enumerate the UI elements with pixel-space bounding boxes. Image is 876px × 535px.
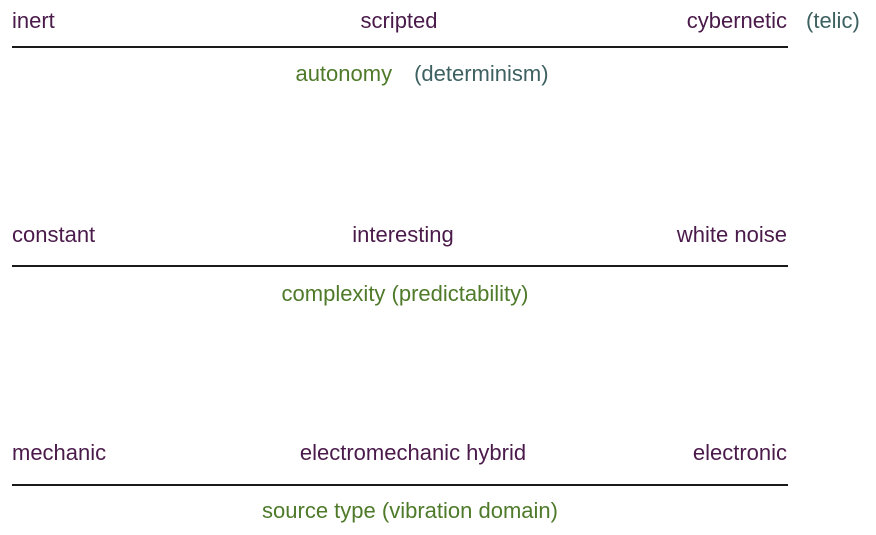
spectrum-caption-main: autonomy — [295, 61, 393, 86]
spectrum-caption: autonomy (determinism) — [295, 61, 548, 87]
spectrum-right-label: white noise — [676, 222, 787, 247]
spectrum-line — [12, 484, 788, 486]
spectrum-caption: source type (vibration domain) — [262, 498, 558, 524]
spectrum-middle-label: interesting — [352, 222, 454, 247]
spectrum-right-label: electronic — [692, 440, 787, 465]
spectrum-right-label: cybernetic — [686, 8, 787, 33]
spectrum-caption-aside: (determinism) — [414, 61, 549, 86]
spectrum-caption-main: source type (vibration domain) — [262, 498, 558, 523]
spectrum-left-label: constant — [12, 222, 96, 247]
spectrum-caption-main: complexity (predictability) — [281, 281, 529, 306]
spectrum-middle-label: electromechanic hybrid — [299, 440, 527, 465]
spectrum-caption: complexity (predictability) — [282, 281, 529, 307]
spectrum-middle-label: scripted — [360, 8, 438, 33]
spectrum-line — [12, 46, 788, 48]
spectrum-line — [12, 265, 788, 267]
spectrum-right-aside: (telic) — [806, 8, 860, 33]
spectrum-left-label: mechanic — [12, 440, 107, 465]
spectrum-left-label: inert — [12, 8, 55, 33]
